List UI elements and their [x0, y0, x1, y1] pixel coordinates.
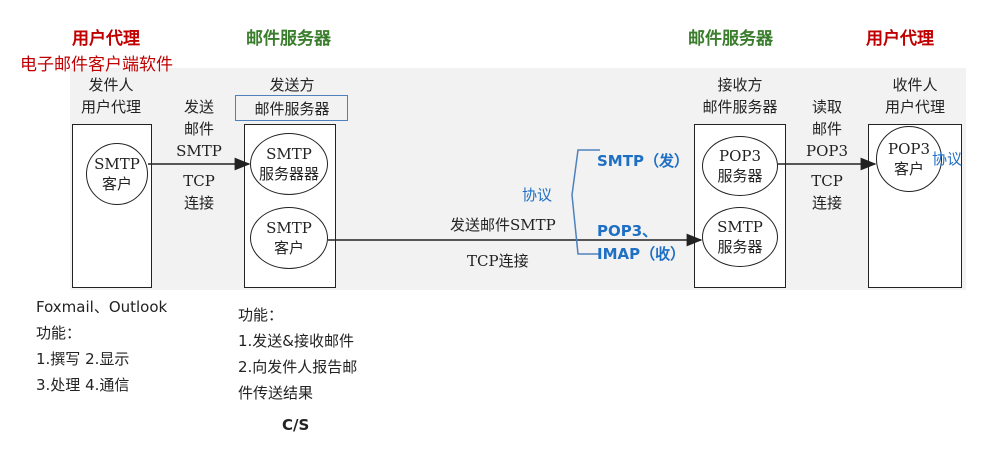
send-tcp-label: TCP 连接	[183, 172, 215, 212]
pop3-annotation: POP3、	[597, 222, 658, 240]
header-user-agent-right: 用户代理	[866, 29, 934, 49]
recv-server-smtp-server: SMTP 服务器	[702, 207, 778, 267]
send-server-title: 发送方	[269, 76, 315, 94]
header-email-client-software: 电子邮件客户端软件	[20, 55, 173, 75]
relay-tcp-label: TCP连接	[467, 252, 529, 270]
protocol-annotation-left: 协议	[522, 186, 553, 204]
send-server-smtp-server: SMTP 服务器器	[250, 133, 328, 195]
header-user-agent-left: 用户代理	[72, 29, 140, 49]
imap-receive-annotation: IMAP（收）	[597, 245, 686, 263]
receiver-pop3-client: POP3 客户	[876, 126, 942, 192]
header-mail-server-left: 邮件服务器	[246, 29, 331, 49]
sender-smtp-client: SMTP 客户	[86, 143, 148, 205]
server-notes: 功能： 1.发送&接收邮件 2.向发件人报告邮 件传送结果	[238, 306, 358, 402]
protocol-bracket	[571, 149, 600, 255]
send-server-title-2: 邮件服务器	[254, 100, 330, 118]
client-notes: Foxmail、Outlook 功能： 1.撰写 2.显示 3.处理 4.通信	[36, 298, 168, 394]
receiver-title: 收件人 用户代理	[884, 76, 946, 116]
send-mail-smtp-label: 发送 邮件 SMTP	[176, 98, 222, 160]
read-mail-pop3-label: 读取 邮件 POP3	[805, 98, 849, 160]
read-tcp-label: TCP 连接	[811, 172, 843, 212]
diagram-background	[70, 68, 966, 290]
architecture-label: C/S	[282, 416, 310, 434]
send-server-title-highlight	[235, 95, 348, 121]
relay-smtp-label: 发送邮件SMTP	[450, 216, 556, 234]
protocol-annotation-right: 协议	[932, 150, 963, 168]
recv-server-pop3-server: POP3 服务器	[702, 136, 778, 196]
sender-title: 发件人 用户代理	[80, 76, 142, 116]
smtp-send-annotation: SMTP（发）	[597, 152, 689, 170]
header-mail-server-right: 邮件服务器	[688, 29, 773, 49]
recv-server-title: 接收方 邮件服务器	[702, 76, 778, 116]
send-server-smtp-client: SMTP 客户	[250, 207, 328, 269]
